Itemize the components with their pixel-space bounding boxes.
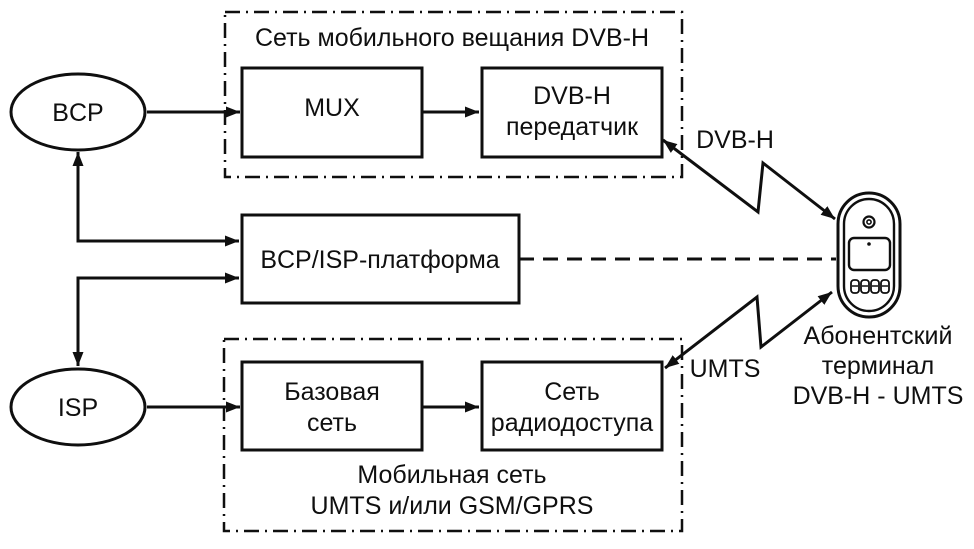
core-network-label-line2: сеть — [307, 409, 357, 437]
phone-speaker-inner — [866, 219, 872, 225]
phone-keypad — [850, 279, 890, 294]
isp-label: ISP — [58, 394, 98, 422]
link-bcp-platform — [72, 152, 239, 247]
dvbh-network-container — [223, 10, 684, 179]
dvbh-transmitter-box — [480, 66, 664, 159]
link-isp-platform — [72, 272, 239, 366]
radio-access-label-line2: радиодоступа — [491, 409, 653, 437]
dvbh-radio-link — [662, 138, 836, 221]
dvbh-network-title: Сеть мобильного вещания DVB-H — [255, 24, 649, 52]
platform-label: BCP/ISP-платформа — [260, 246, 499, 274]
phone-screen — [847, 236, 892, 272]
dvbh-link-label: DVB-H — [696, 126, 774, 154]
isp-ellipse — [9, 367, 147, 447]
phone-body-outline — [836, 191, 902, 319]
subscriber-terminal-icon — [836, 191, 902, 319]
umts-link-label: UMTS — [690, 355, 761, 383]
umts-radio-link — [664, 290, 833, 370]
bcp-label: BCP — [52, 99, 103, 127]
terminal-caption-line3: DVB-H - UMTS — [793, 382, 964, 410]
phone-camera-dot — [867, 242, 871, 246]
mux-label: MUX — [304, 94, 360, 122]
mobile-network-title-line1: Мобильная сеть — [357, 461, 546, 489]
bcp-ellipse — [9, 72, 147, 152]
core-network-label-line1: Базовая — [284, 378, 380, 406]
phone-inner-outline — [842, 197, 896, 313]
dvbh-transmitter-label-line2: передатчик — [506, 113, 639, 141]
terminal-caption-line2: терминал — [822, 352, 934, 380]
mobile-network-container — [222, 337, 684, 533]
radio-access-label-line1: Сеть — [544, 378, 600, 406]
radio-access-box — [480, 360, 664, 452]
mobile-network-title-line2: UMTS и/или GSM/GPRS — [311, 492, 594, 520]
dvbh-transmitter-label-line1: DVB-H — [533, 82, 611, 110]
phone-speaker-icon — [862, 215, 876, 229]
terminal-caption-line1: Абонентский — [804, 322, 953, 350]
